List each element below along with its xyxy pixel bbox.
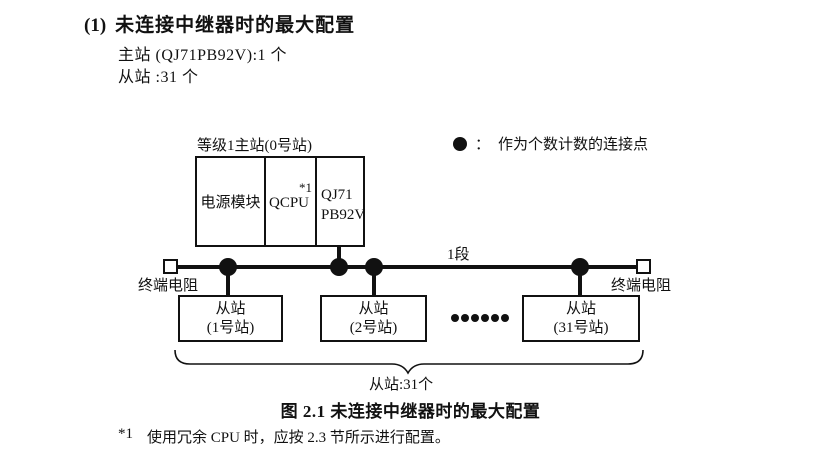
- connection-point-icon: [219, 258, 237, 276]
- master-station-box: 电源模块 *1 QCPU QJ71 PB92V: [195, 156, 365, 247]
- section-heading: (1) 未连接中继器时的最大配置: [84, 10, 355, 37]
- legend-label: 作为个数计数的连接点: [498, 137, 649, 153]
- network-module-label: QJ71 PB92V: [321, 187, 366, 223]
- footnote-marker: *1: [118, 426, 133, 442]
- qcpu-label: QCPU: [269, 195, 310, 211]
- slave1-drop-line: [226, 269, 230, 295]
- terminator-right-icon: [636, 259, 651, 274]
- terminator-left-icon: [163, 259, 178, 274]
- connection-point-icon: [571, 258, 589, 276]
- master-station-label: 等级1主站(0号站): [197, 138, 312, 154]
- connection-point-icon: [330, 258, 348, 276]
- network-module-cell: QJ71 PB92V: [315, 158, 366, 245]
- brace: [174, 350, 644, 375]
- qcpu-cell: *1 QCPU: [264, 158, 315, 245]
- master-drop-line: [337, 247, 341, 267]
- slave-station-box: 从站 (2号站): [320, 295, 427, 342]
- slave-count-line: 从站 :31 个: [118, 69, 199, 86]
- slave3-drop-line: [578, 269, 582, 295]
- connection-point-icon: [365, 258, 383, 276]
- figure-caption: 图 2.1 未连接中继器时的最大配置: [280, 402, 541, 421]
- segment-label: 1段: [447, 247, 470, 263]
- section-title: 未连接中继器时的最大配置: [115, 15, 356, 36]
- legend-separator: ：: [475, 137, 491, 153]
- slave2-drop-line: [372, 269, 376, 295]
- footnote: *1 使用冗余 CPU 时，应按 2.3 节所示进行配置。: [118, 426, 450, 447]
- slave-station-box: 从站 (1号站): [178, 295, 283, 342]
- master-count-line: 主站 (QJ71PB92V):1 个: [118, 47, 288, 64]
- slave-station-box: 从站 (31号站): [522, 295, 640, 342]
- connection-point-icon: [453, 136, 467, 151]
- terminator-left-label: 终端电阻: [138, 278, 199, 294]
- terminator-right-label: 终端电阻: [611, 278, 672, 294]
- bus-line: [170, 265, 645, 269]
- slave-total-label: 从站:31个: [369, 377, 434, 393]
- footnote-text: 使用冗余 CPU 时，应按 2.3 节所示进行配置。: [147, 430, 450, 446]
- legend: ： 作为个数计数的连接点: [453, 133, 648, 154]
- ellipsis-dots-icon: [451, 314, 509, 322]
- power-module-cell: 电源模块: [200, 195, 261, 211]
- section-number: (1): [84, 15, 107, 36]
- footnote-ref: *1: [299, 180, 312, 195]
